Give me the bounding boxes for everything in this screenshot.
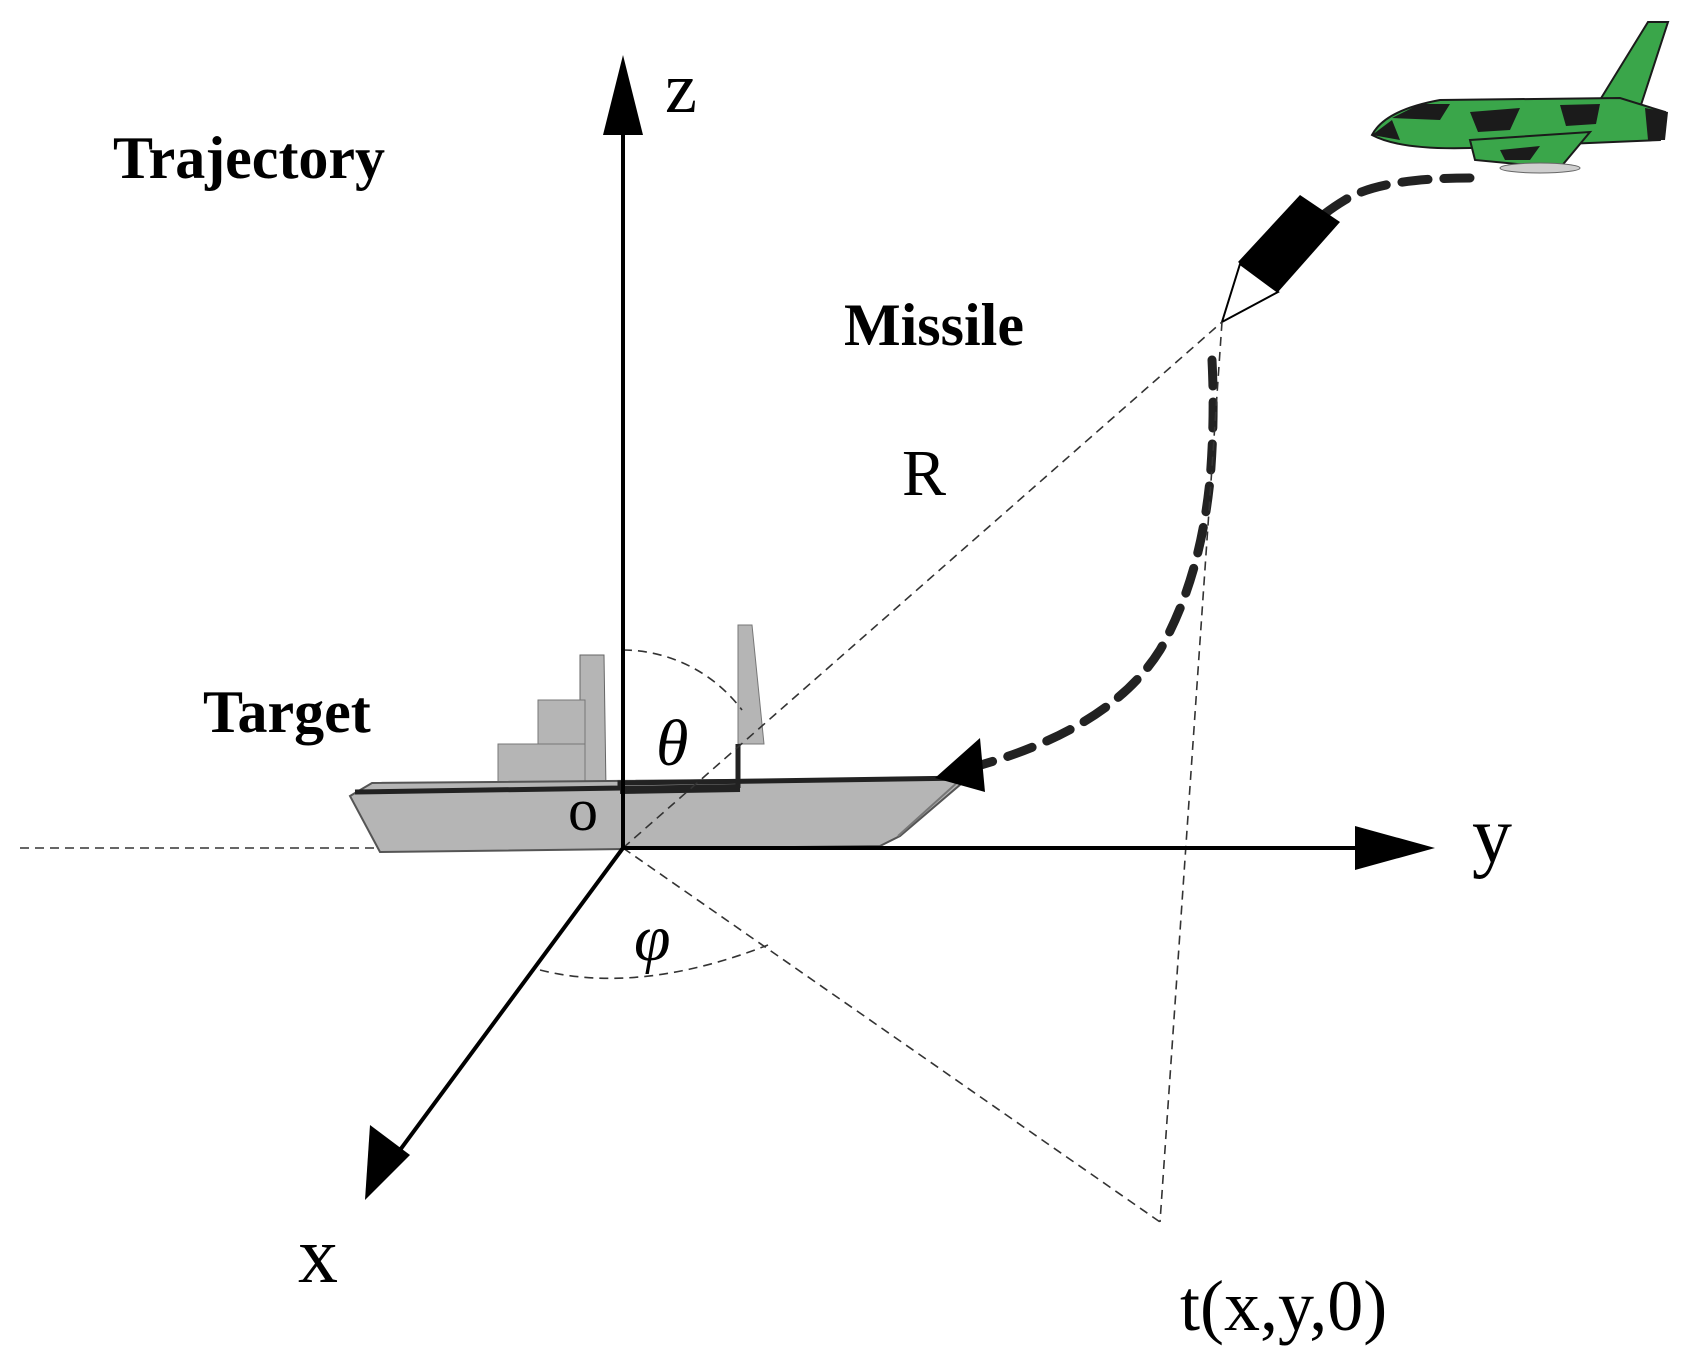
range-label: R: [902, 437, 946, 510]
z-axis-label: z: [665, 48, 697, 128]
phi-label: φ: [634, 902, 671, 975]
theta-arc: [622, 649, 743, 711]
trajectory-arrowhead: [935, 738, 985, 792]
missile-label: Missile: [844, 292, 1024, 358]
missile-icon: [1220, 195, 1340, 325]
y-axis-label: y: [1472, 792, 1512, 880]
aircraft-icon: [1370, 21, 1670, 174]
z-axis-arrowhead: [603, 55, 643, 135]
y-axis-arrowhead: [1355, 826, 1435, 870]
point-t-label: t(x,y,0): [1180, 1266, 1387, 1346]
trajectory-path-lower: [965, 355, 1218, 773]
phi-arc: [539, 944, 769, 980]
theta-label: θ: [656, 707, 688, 780]
x-axis-label: x: [298, 1212, 338, 1300]
ground-projection-line: [622, 847, 1161, 1223]
ship-icon: [348, 624, 971, 854]
range-line: [622, 321, 1223, 849]
x-axis: [398, 846, 625, 1152]
target-label: Target: [203, 679, 371, 745]
origin-label: o: [568, 777, 598, 843]
trajectory-path-upper: [1307, 173, 1475, 230]
trajectory-label: Trajectory: [113, 125, 385, 191]
vertical-projection-line: [1159, 321, 1223, 1223]
x-axis-arrowhead: [365, 1125, 410, 1200]
